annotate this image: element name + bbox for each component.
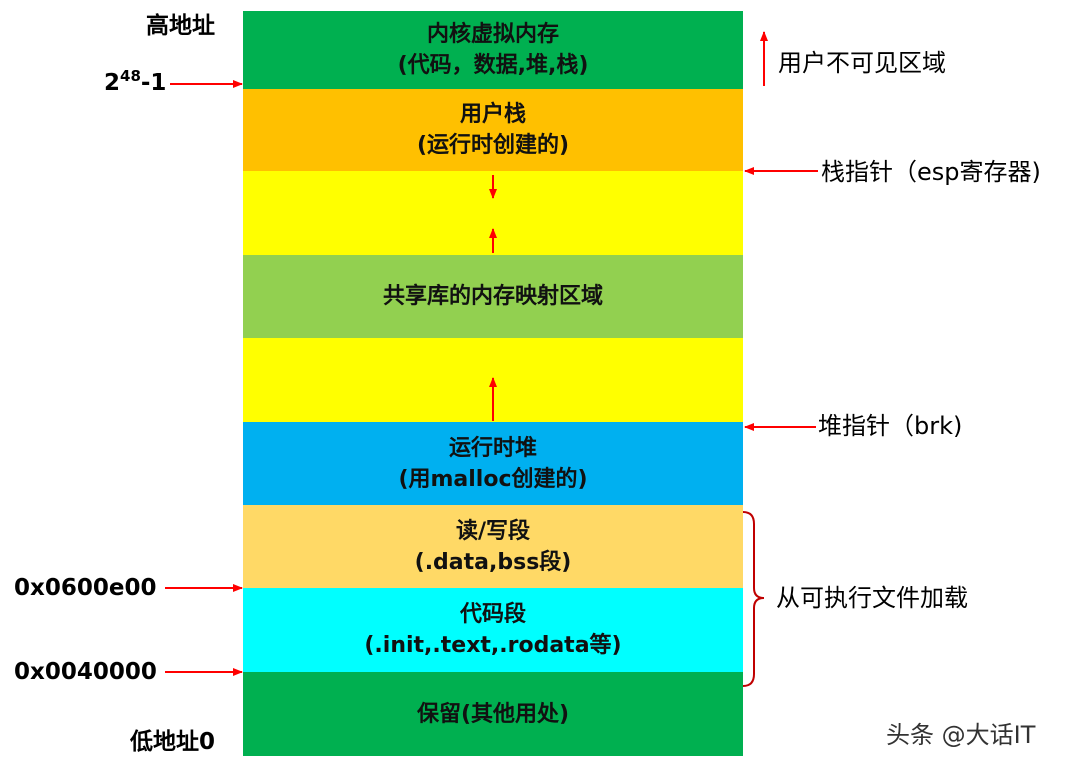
segment-code: 代码段 (.init,.text,.rodata等) xyxy=(243,588,743,672)
segment-kernel-title: 内核虚拟内存 xyxy=(426,22,559,47)
segment-code-title: 代码段 xyxy=(459,602,526,627)
segment-rw: 读/写段 (.data,bss段) xyxy=(243,505,743,588)
label-addr-code: 0x0040000 xyxy=(14,659,157,685)
segment-reserved: 保留(其他用处) xyxy=(243,672,743,756)
label-low-address: 低地址0 xyxy=(130,729,216,755)
segment-user-stack-subtitle: (运行时创建的) xyxy=(416,133,570,158)
label-top-address-base: 2 xyxy=(104,70,121,96)
segment-rw-subtitle: (.data,bss段) xyxy=(414,549,572,575)
label-top-address-exponent: 48 xyxy=(120,67,141,85)
label-loaded-from-exe: 从可执行文件加载 xyxy=(776,584,968,612)
segment-user-stack: 用户栈 (运行时创建的) xyxy=(243,89,743,171)
segment-heap-title: 运行时堆 xyxy=(448,435,537,461)
segment-code-subtitle: (.init,.text,.rodata等) xyxy=(364,633,622,658)
brace-loaded-from-exe xyxy=(742,511,765,687)
segment-heap-subtitle: (用malloc创建的) xyxy=(398,466,588,492)
segment-shared-lib: 共享库的内存映射区域 xyxy=(243,255,743,338)
label-top-address-suffix: -1 xyxy=(140,70,167,96)
segment-heap: 运行时堆 (用malloc创建的) xyxy=(243,422,743,505)
segment-kernel-subtitle: (代码，数据,堆,栈) xyxy=(397,53,589,78)
label-heap-pointer: 堆指针（brk) xyxy=(818,412,963,440)
segment-reserved-title: 保留(其他用处) xyxy=(416,701,570,727)
segment-user-stack-title: 用户栈 xyxy=(459,102,526,127)
segment-kernel: 内核虚拟内存 (代码，数据,堆,栈) xyxy=(243,11,743,89)
label-stack-pointer: 栈指针（esp寄存器) xyxy=(821,158,1041,186)
label-user-invisible: 用户不可见区域 xyxy=(778,49,946,77)
segment-shared-lib-title: 共享库的内存映射区域 xyxy=(382,284,603,309)
label-top-address: 248-1 xyxy=(104,67,167,99)
segment-rw-title: 读/写段 xyxy=(455,518,531,544)
label-high-address: 高地址 xyxy=(146,13,215,39)
watermark: 头条 @大话IT xyxy=(886,721,1036,749)
label-addr-rw: 0x0600e00 xyxy=(14,575,157,601)
